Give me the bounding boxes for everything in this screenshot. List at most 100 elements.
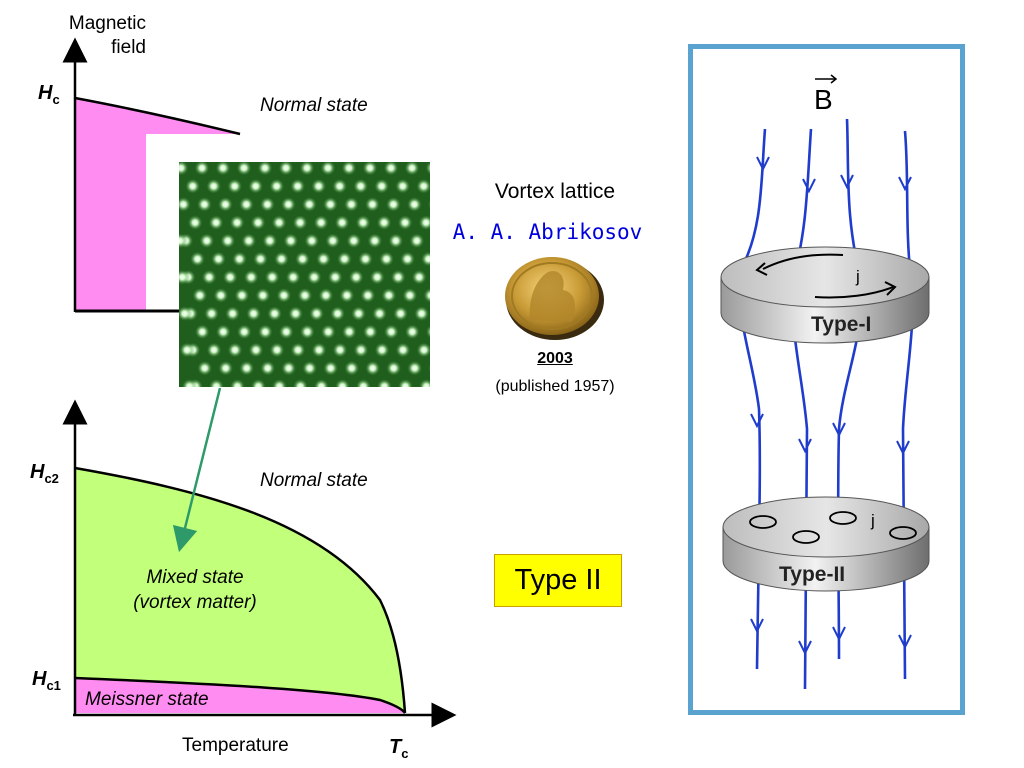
b-vector-icon [815,74,838,84]
vortex-dot [355,215,371,231]
vortex-dot [218,360,234,376]
vortex-dot [395,342,411,358]
field-direction-chevrons [750,156,912,656]
vortex-lattice-dots [172,160,444,394]
j-label-bottom: j [870,511,875,530]
nobel-year: 2003 [537,350,573,367]
vortex-dot [199,233,215,249]
vortex-dot [297,287,313,303]
vortex-dot [390,269,406,285]
vortex-dot [299,324,315,340]
vortex-dot [346,233,362,249]
mixed-state-line1: Mixed state [146,567,244,588]
bottom-phase-diagram [62,399,457,728]
vortex-dot [215,160,231,176]
vortex-dot [383,324,399,340]
top-hc-curve [74,96,241,136]
meissner-region [75,678,405,713]
vortex-dot [217,196,233,212]
vortex-dot [304,233,320,249]
vortex-dot [365,360,381,376]
type-i-label: Type-I [811,313,871,336]
y-axis-label-line1: Magnetic [68,13,146,34]
vortex-dot [343,196,359,212]
vortex-dot [393,306,409,322]
vortex-dot [239,360,255,376]
vortex-dot [206,178,222,194]
vortex-dot [192,287,208,303]
vortex-dot [246,306,262,322]
vortex-dot [404,324,420,340]
vortex-dot [248,178,264,194]
vortex-dot [204,306,220,322]
vortex-dot [311,342,327,358]
vortex-dot [257,160,273,176]
vortex-dot [260,360,276,376]
vortex-dot [330,306,346,322]
vortex-dot [283,233,299,249]
vortex-dot [414,306,430,322]
vortex-dot [243,269,259,285]
vortex-dot [179,342,195,358]
vortex-dot [271,215,287,231]
y-axis-label-line2: field [111,37,146,58]
y-axis-label: Magnetic field [54,12,146,60]
mixed-state-region [75,468,405,713]
hc-label: Hc [38,82,60,107]
vortex-dot [269,342,285,358]
top-meissner-region [75,98,240,310]
vortex-dot [229,215,245,231]
vortex-dot [322,196,338,212]
j-label-top: j [855,267,860,286]
vortex-dot [201,269,217,285]
bottom-normal-state-label: Normal state [260,470,368,491]
vortex-dot [255,287,271,303]
vortex-lattice-image [172,160,444,394]
vortex-dot [406,196,422,212]
b-label: B [814,84,833,115]
vortex-dot [376,215,392,231]
field-lines-illustration: B j Type-I [720,74,930,690]
vortex-dot [374,178,390,194]
vortex-dot [372,306,388,322]
vortex-dot [388,233,404,249]
vortex-dot [409,233,425,249]
vortex-dot [222,269,238,285]
vortex-dot [416,178,432,194]
vortex-dot [194,160,210,176]
vortex-dot [311,178,327,194]
vortex-dot [318,287,334,303]
hc2-curve [74,466,407,714]
meissner-state-label: Meissner state [85,689,209,710]
vortex-dot [320,160,336,176]
vortex-dot [234,287,250,303]
vortex-dot [174,269,190,285]
vortex-dot [208,215,224,231]
vortex-dot [402,287,418,303]
vortex-dot [418,215,434,231]
vortex-dot [299,160,315,176]
vortex-dot [367,233,383,249]
vortex-dot [316,251,331,267]
vortex-dot [285,269,301,285]
vortex-dot [381,287,397,303]
x-axis-label: Temperature [182,735,289,756]
vortex-dot [253,251,268,267]
vortex-dot [351,306,367,322]
vortex-dot [206,342,222,358]
vortex-dot [236,324,252,340]
vortex-dot [292,215,308,231]
field-lines-panel: B j Type-I [688,44,965,715]
vortex-dot [313,215,329,231]
type-ii-disk-label: Type-II [779,563,845,586]
vortex-dot [320,324,336,340]
vortex-dot [227,178,243,194]
vortex-dot [236,160,252,176]
vortex-dot [348,269,364,285]
vortex-dot [269,178,285,194]
vortex-dot [281,360,297,376]
mixed-state-label: Mixed state (vortex matter) [110,565,280,615]
vortex-dot [339,287,355,303]
vortex-dot [276,287,292,303]
